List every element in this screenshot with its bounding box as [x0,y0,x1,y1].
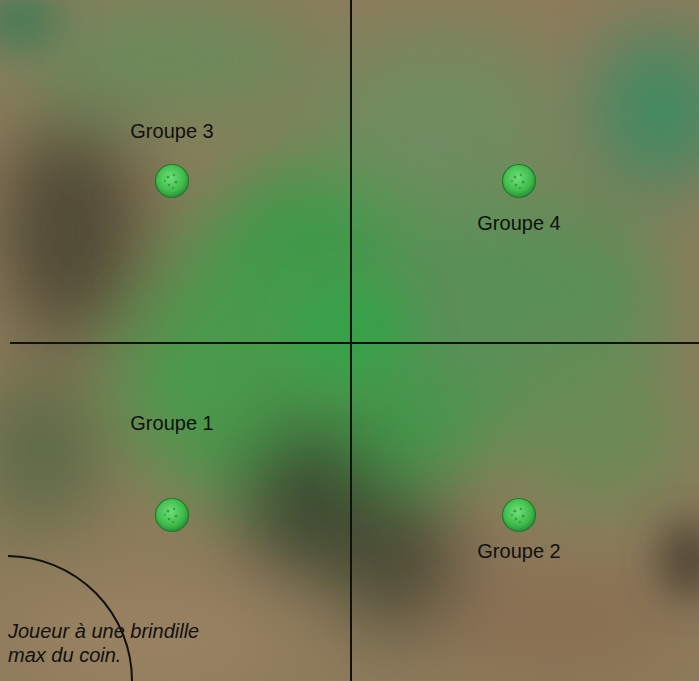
dot-speck [515,518,518,521]
dot-speck [168,184,171,187]
dot-speck [166,509,169,512]
dot-holder [154,163,190,199]
dot-body [502,499,535,532]
terrain-spots [0,0,699,600]
dot-speck [164,180,166,182]
dot-speck [173,174,175,176]
group-label: Groupe 4 [477,211,560,235]
group-dot [501,497,537,533]
divider-line [350,0,352,681]
dot-body [155,499,188,532]
dot-speck [511,514,513,516]
group-marker: Groupe 2 [477,497,560,563]
group-label: Groupe 1 [130,411,213,435]
group-label: Groupe 2 [477,539,560,563]
dot-speck [513,509,516,512]
group-label: Groupe 3 [130,119,213,143]
corner-note: Joueur à une brindille max du coin. [8,619,240,667]
dot-body [155,165,188,198]
group-dot [501,163,537,199]
dot-speck [519,187,521,189]
dot-speck [515,184,518,187]
dot-holder [501,497,537,533]
dot-speck [164,514,166,516]
group-marker: Groupe 4 [477,163,560,235]
dot-holder [154,497,190,533]
group-dot [154,163,190,199]
group-dot [154,497,190,533]
dot-speck [174,181,177,184]
group-marker: Groupe 1 [130,411,213,533]
divider-line [10,342,699,344]
dot-speck [172,521,174,523]
dot-speck [172,187,174,189]
dot-speck [521,515,524,518]
dot-speck [521,181,524,184]
dot-speck [520,174,522,176]
dot-speck [520,508,522,510]
dot-speck [168,518,171,521]
dot-speck [519,521,521,523]
dot-speck [513,175,516,178]
dot-speck [511,180,513,182]
dot-speck [166,175,169,178]
dot-speck [174,515,177,518]
group-marker: Groupe 3 [130,119,213,199]
dot-speck [173,508,175,510]
dot-body [502,165,535,198]
dot-holder [501,163,537,199]
